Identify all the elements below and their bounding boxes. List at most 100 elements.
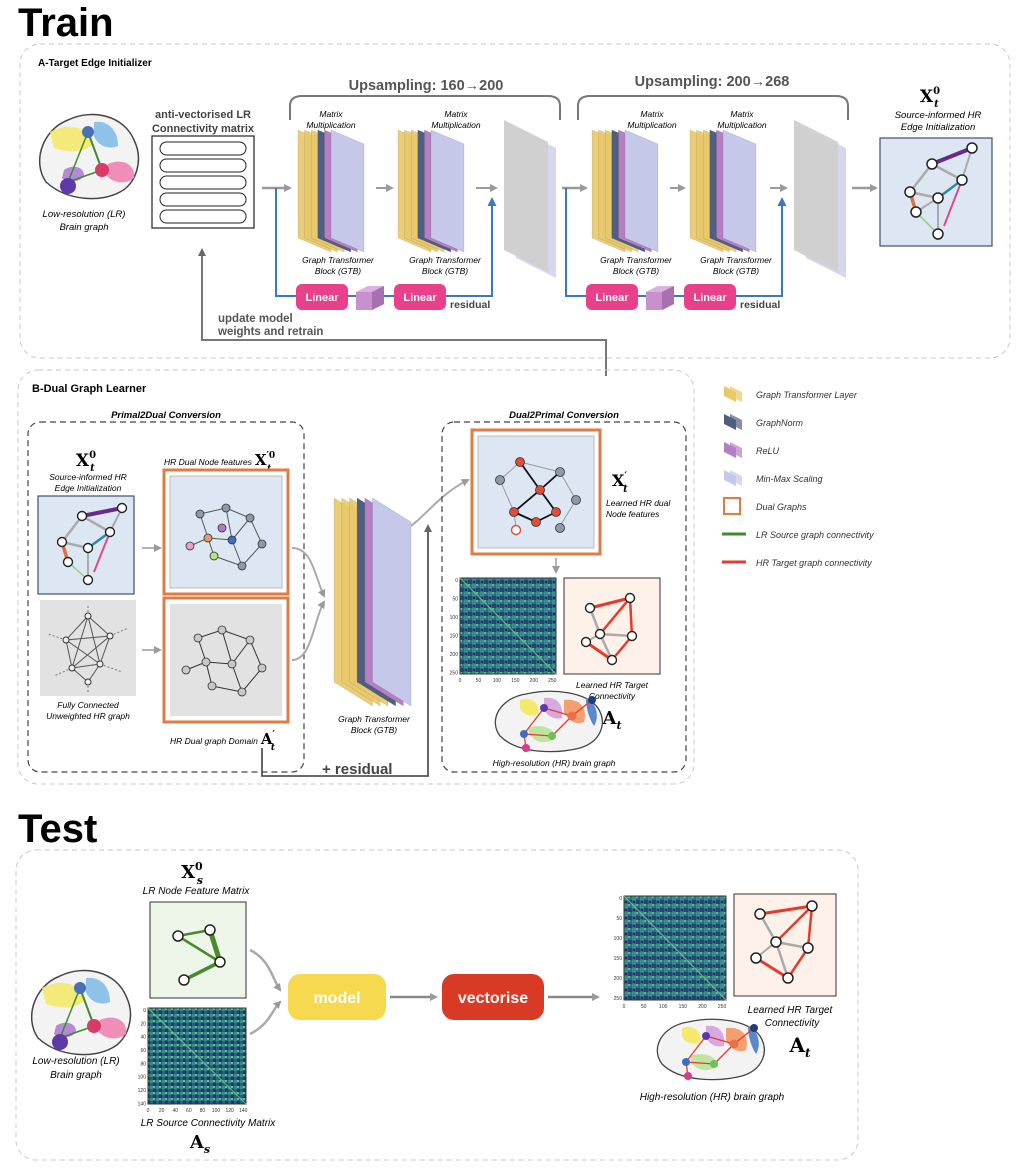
legend-box xyxy=(723,497,741,515)
legend-item: HR Target graph connectivity xyxy=(722,558,872,568)
matrix-tick-y: 0 xyxy=(143,1008,146,1014)
matrix-tick-x: 200 xyxy=(698,1004,707,1010)
test-target-symbol: At xyxy=(788,1033,811,1060)
matmul-label-2b: Multiplication xyxy=(431,120,480,130)
b-gtb-label-line2: Block (GTB) xyxy=(351,725,397,735)
gtb-label-2b: Block (GTB) xyxy=(422,266,468,276)
gtb-label-4a: Graph Transformer xyxy=(700,255,773,265)
dual2primal-box xyxy=(441,421,687,773)
arrow-node-matrix-to-model xyxy=(249,948,282,992)
legend-label: Graph Transformer Layer xyxy=(756,390,858,400)
matrix-tick-y: 250 xyxy=(614,996,623,1002)
test-container xyxy=(15,849,859,1161)
matrix-tick-x: 150 xyxy=(511,678,520,684)
dual-graph-domain-panel xyxy=(162,596,290,724)
learned-caption-line2: Node features xyxy=(606,509,660,519)
lr-source-matrix xyxy=(147,1007,247,1105)
linear-label-2: Linear xyxy=(403,292,437,304)
min-max-scaling-panel-1 xyxy=(504,120,556,278)
update-label-line2: weights and retrain xyxy=(217,326,323,338)
test-heading: Test xyxy=(18,807,97,851)
test-lr-caption-line2: Brain graph xyxy=(50,1070,102,1081)
hr-connectivity-matrix-test xyxy=(623,895,727,1001)
matrix-tick-x: 100 xyxy=(212,1108,221,1114)
train-heading: Train xyxy=(18,1,114,45)
lr-node-feature-panel xyxy=(149,901,247,999)
matrix-tick-x: 80 xyxy=(200,1108,206,1114)
lr-graph-caption-line1: Low-resolution (LR) xyxy=(43,209,126,220)
matrix-tick-x: 50 xyxy=(476,678,482,684)
matrix-tick-x: 200 xyxy=(530,678,539,684)
lr-brain-icon xyxy=(38,113,140,200)
matrix-tick-y: 100 xyxy=(614,936,623,942)
matrix-tick-y: 100 xyxy=(450,615,459,621)
as-symbol: As xyxy=(189,1132,210,1156)
learned-target-panel-train xyxy=(563,577,661,675)
matrix-caption-line2: Connectivity matrix xyxy=(152,123,255,135)
update-feedback-arrow xyxy=(198,248,607,376)
matrix-tick-y: 250 xyxy=(450,670,459,676)
linear-label-3: Linear xyxy=(595,292,629,304)
legend-label: GraphNorm xyxy=(756,418,804,428)
matmul-label-3a: Matrix xyxy=(640,109,664,119)
gtb-label-2a: Graph Transformer xyxy=(409,255,482,265)
lr-brain-icon-test xyxy=(30,969,132,1056)
matrix-tick-y: 150 xyxy=(450,633,459,639)
update-label-line1: update model xyxy=(218,313,293,325)
learned-x-symbol: X′t xyxy=(612,471,628,495)
matrix-tick-x: 50 xyxy=(641,1004,647,1010)
matrix-tick-x: 40 xyxy=(172,1108,178,1114)
upsampling-2-bracket xyxy=(577,95,849,120)
matmul-label-4a: Matrix xyxy=(730,109,754,119)
matrix-tick-y: 100 xyxy=(138,1075,147,1081)
min-max-scaling-panel-2 xyxy=(794,120,846,278)
section-a-title: A-Target Edge Initializer xyxy=(38,58,152,69)
gtb-stack-3 xyxy=(591,129,659,253)
b-gtb-stack xyxy=(333,497,412,707)
gtb-stack-2 xyxy=(397,129,465,253)
relu-cube-2 xyxy=(646,286,674,310)
matmul-label-1a: Matrix xyxy=(319,109,343,119)
node-matrix-caption: LR Node Feature Matrix xyxy=(143,886,251,897)
matrix-tick-x: 140 xyxy=(239,1108,248,1114)
primal2dual-box xyxy=(27,421,305,773)
matmul-label-2a: Matrix xyxy=(444,109,468,119)
learned-target-panel-test xyxy=(733,893,837,997)
matrix-tick-x: 0 xyxy=(623,1004,626,1010)
upsampling-1-bracket xyxy=(289,95,561,120)
linear-block-4: Linear xyxy=(684,284,736,310)
matrix-tick-y: 0 xyxy=(455,578,458,584)
matmul-label-1b: Multiplication xyxy=(306,120,355,130)
matmul-label-3b: Multiplication xyxy=(627,120,676,130)
output-caption-line2: Edge Initialization xyxy=(901,122,975,133)
b-gtb-label-line1: Graph Transformer xyxy=(338,714,411,724)
matrix-tick-x: 250 xyxy=(548,678,557,684)
matrix-tick-y: 80 xyxy=(140,1061,146,1067)
relu-cube-1 xyxy=(356,286,384,310)
legend-item: ReLU xyxy=(724,442,780,458)
matrix-tick-y: 120 xyxy=(138,1088,147,1094)
hr-brain-icon-test xyxy=(656,1018,765,1081)
legend-label: LR Source graph connectivity xyxy=(756,530,874,540)
test-target-caption-line2: Connectivity xyxy=(765,1018,820,1029)
b-residual-path xyxy=(261,524,432,777)
lr-graph-caption-line2: Brain graph xyxy=(59,222,108,233)
hr-connectivity-matrix-train xyxy=(459,577,557,675)
gtb-stack-4 xyxy=(689,129,757,253)
stack-layer xyxy=(372,497,412,707)
b-target-symbol: At xyxy=(601,708,621,732)
matrix-tick-x: 100 xyxy=(493,678,502,684)
dual2primal-title: Dual2Primal Conversion xyxy=(509,410,619,421)
legend-swatch-back xyxy=(730,470,742,486)
matrix-tick-y: 0 xyxy=(619,896,622,902)
primal2dual-title: Primal2Dual Conversion xyxy=(111,410,221,421)
linear-block-1: Linear xyxy=(296,284,348,310)
gtb-label-1b: Block (GTB) xyxy=(315,266,361,276)
legend-item: Min-Max Scaling xyxy=(724,470,823,486)
legend-swatch-back xyxy=(730,386,742,402)
matrix-tick-x: 150 xyxy=(679,1004,688,1010)
